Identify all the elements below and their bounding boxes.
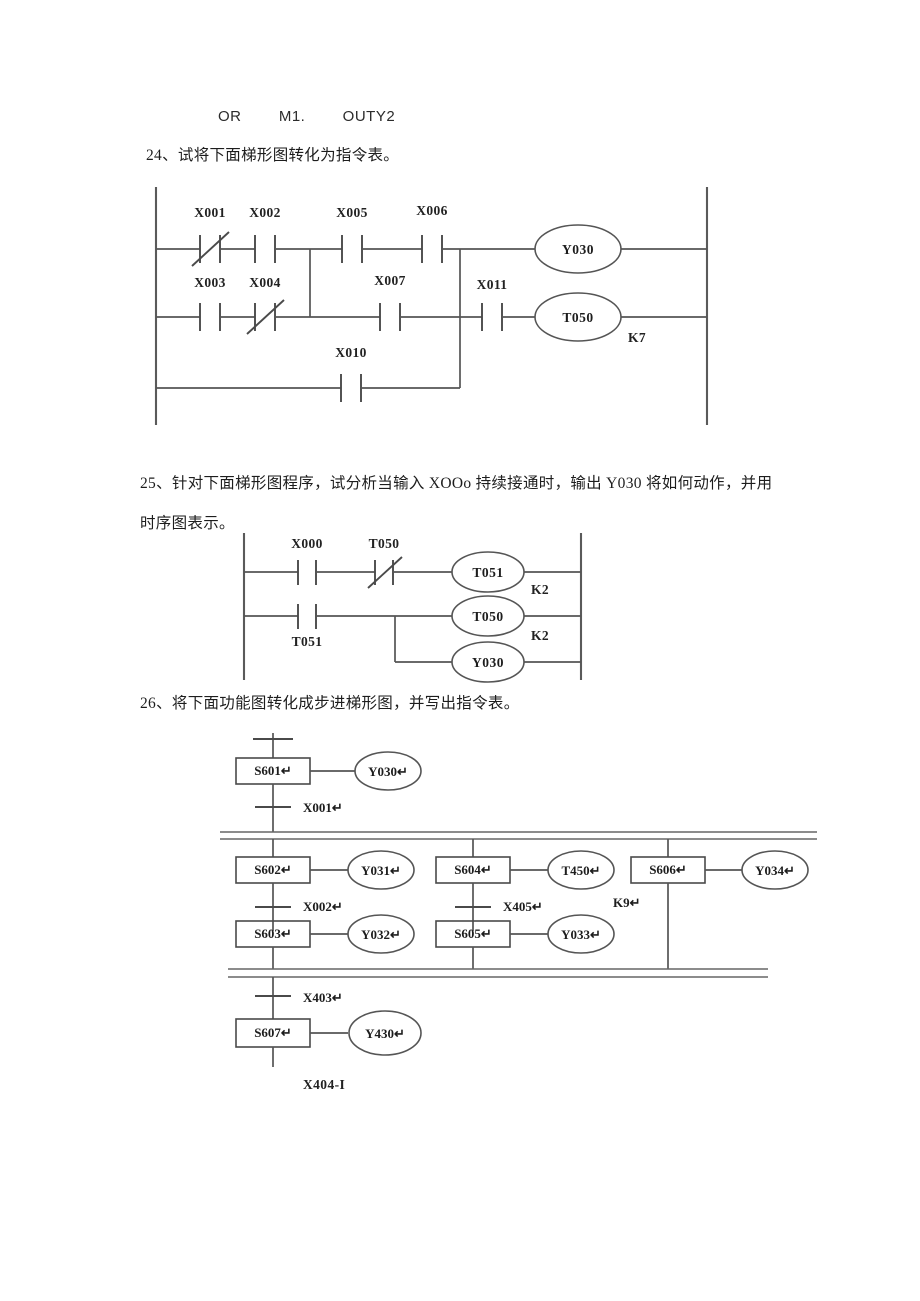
sfc-action-label-y033: Y033↵ [561, 927, 601, 942]
sfc-step-label-s605: S605↵ [454, 926, 492, 941]
sfc-step-label-s607: S607↵ [254, 1025, 292, 1040]
sfc-footer-label: X404-I [303, 1077, 345, 1092]
contact-label-t051: T051 [292, 634, 323, 649]
sfc-action-y030 [354, 751, 422, 791]
contact-label-x007: X007 [374, 273, 406, 288]
ladder-diagram-2: T051 K2 X000 T050 T050 K2 T051 Y030 [235, 530, 605, 685]
sfc-action-y034 [741, 850, 809, 890]
sfc-step-label-s606: S606↵ [649, 862, 687, 877]
sfc-action-y032 [347, 914, 415, 954]
coil-label-y030: Y030 [472, 655, 504, 670]
sfc-action-label-t450: T450↵ [561, 863, 600, 878]
sfc-action-label-y034: Y034↵ [755, 863, 795, 878]
contact-label-x003: X003 [194, 275, 226, 290]
sfc-action-y033 [547, 914, 615, 954]
sfc-action-label-y031: Y031↵ [361, 863, 401, 878]
sfc-action-t450 [547, 850, 615, 890]
coil-label-t050: T050 [562, 310, 593, 325]
contact-label-x001: X001 [194, 205, 226, 220]
preset-label-k2-second: K2 [531, 628, 549, 643]
question-25-text-line1: 25、针对下面梯形图程序，试分析当输入 XOOo 持续接通时，输出 Y030 将… [140, 475, 773, 492]
contact-label-x005: X005 [336, 205, 368, 220]
sfc-action-y430 [348, 1010, 422, 1056]
contact-label-t050: T050 [369, 536, 400, 551]
coil-label-y030: Y030 [562, 242, 594, 257]
sfc-action-label-y430: Y430↵ [365, 1026, 405, 1041]
preset-label-k2-first: K2 [531, 582, 549, 597]
sfc-diagram: S601↵ Y030↵ X001↵ S602↵ Y031↵ X002↵ S603… [215, 725, 855, 1100]
preset-label-k7: K7 [628, 330, 646, 345]
coil-label-t051: T051 [472, 565, 503, 580]
sfc-transition-label-x002: X002↵ [303, 899, 343, 914]
contact-label-x010: X010 [335, 345, 367, 360]
contact-label-x000: X000 [291, 536, 323, 551]
sfc-step-label-s602: S602↵ [254, 862, 292, 877]
header-fragment-text: OR M1. OUTY2 [218, 108, 396, 125]
question-25-text-line2: 时序图表示。 [140, 515, 235, 532]
contact-label-x011: X011 [477, 277, 508, 292]
ladder-diagram-1: Y030 X001 X002 X005 X006 T050 K7 X003 X0… [145, 185, 725, 430]
sfc-transition-label-x001: X001↵ [303, 800, 343, 815]
coil-label-t050-out: T050 [472, 609, 503, 624]
sfc-action-label-y032: Y032↵ [361, 927, 401, 942]
sfc-transition-label-x403: X403↵ [303, 990, 343, 1005]
contact-label-x004: X004 [249, 275, 281, 290]
sfc-step-label-s603: S603↵ [254, 926, 292, 941]
sfc-preset-label-k9: K9↵ [613, 895, 641, 910]
question-24-text: 24、试将下面梯形图转化为指令表。 [146, 147, 400, 164]
contact-label-x002: X002 [249, 205, 281, 220]
sfc-step-label-s601: S601↵ [254, 763, 292, 778]
sfc-step-label-s604: S604↵ [454, 862, 492, 877]
contact-label-x006: X006 [416, 203, 448, 218]
sfc-action-y031 [347, 850, 415, 890]
question-26-text: 26、将下面功能图转化成步进梯形图，并写出指令表。 [140, 695, 520, 712]
sfc-transition-label-x405: X405↵ [503, 899, 543, 914]
sfc-action-label-y030: Y030↵ [368, 764, 408, 779]
